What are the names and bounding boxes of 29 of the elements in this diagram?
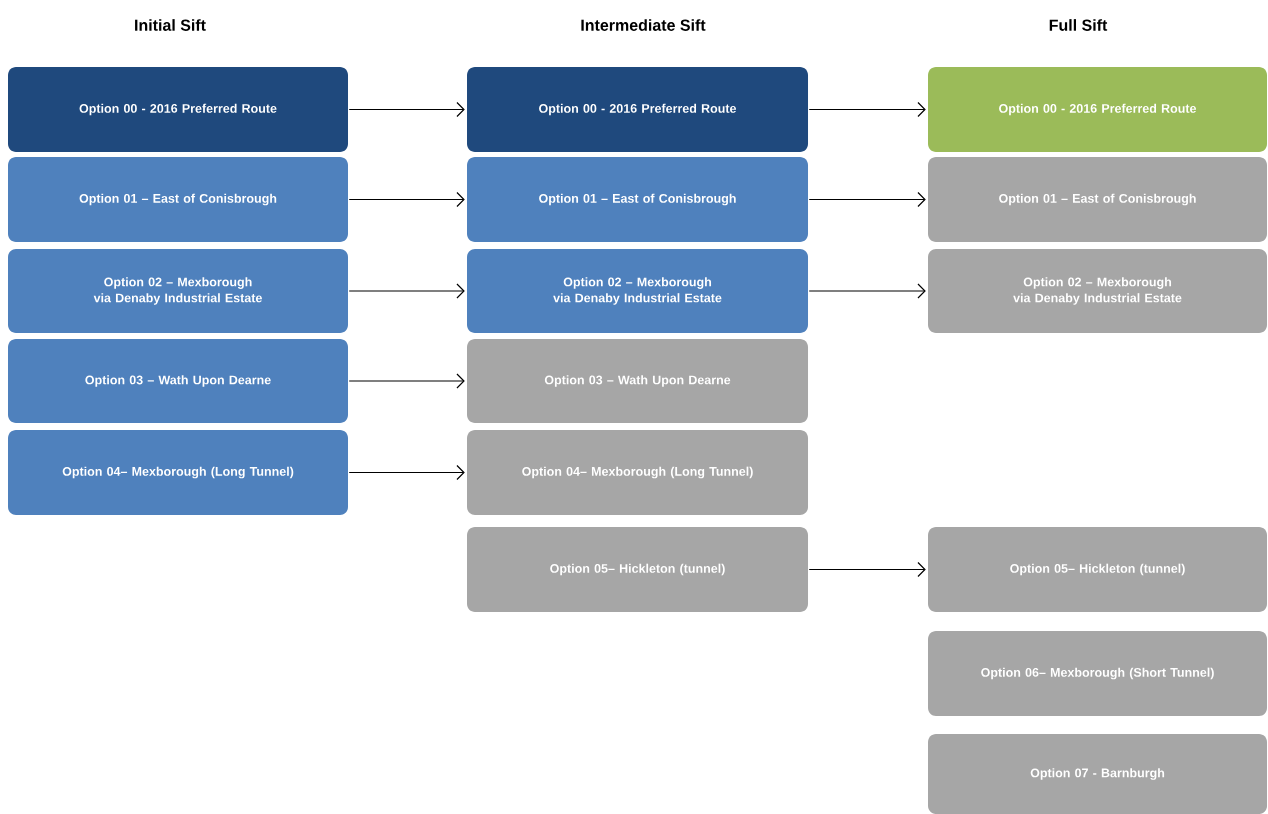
option-box: Option 04– Mexborough (Long Tunnel): [8, 430, 348, 515]
arrow: [348, 373, 465, 389]
option-box: Option 01 – East of Conisbrough: [928, 157, 1267, 242]
column-heading: Initial Sift: [135, 19, 206, 31]
option-box: Option 05– Hickleton (tunnel): [928, 527, 1267, 612]
arrow: [348, 191, 465, 208]
option-box: Option 05– Hickleton (tunnel): [467, 527, 808, 612]
arrow: [348, 464, 465, 481]
option-box: Option 06– Mexborough (Short Tunnel): [928, 631, 1267, 716]
column-heading: Intermediate Sift: [581, 19, 706, 31]
arrow: [808, 561, 926, 578]
option-box: Option 01 – East of Conisbrough: [467, 157, 808, 242]
arrow: [808, 283, 926, 299]
arrow: [808, 191, 926, 208]
option-box: Option 07 - Barnburgh: [928, 734, 1267, 814]
option-box: Option 00 - 2016 Preferred Route: [8, 67, 348, 152]
option-box: Option 03 – Wath Upon Dearne: [467, 339, 808, 423]
option-box: Option 02 – Mexborough via Denaby Industrial Estate: [928, 249, 1267, 333]
option-box: Option 02 – Mexborough via Denaby Industrial Estate: [467, 249, 808, 333]
arrow: [348, 283, 465, 299]
option-box: Option 02 – Mexborough via Denaby Industrial Estate: [8, 249, 348, 333]
arrow: [348, 101, 465, 118]
option-box: Option 04– Mexborough (Long Tunnel): [467, 430, 808, 515]
arrow: [808, 101, 926, 118]
option-box: Option 00 - 2016 Preferred Route: [928, 67, 1267, 152]
option-box: Option 01 – East of Conisbrough: [8, 157, 348, 242]
column-heading: Full Sift: [1049, 19, 1108, 31]
option-box: Option 00 - 2016 Preferred Route: [467, 67, 808, 152]
option-box: Option 03 – Wath Upon Dearne: [8, 339, 348, 423]
